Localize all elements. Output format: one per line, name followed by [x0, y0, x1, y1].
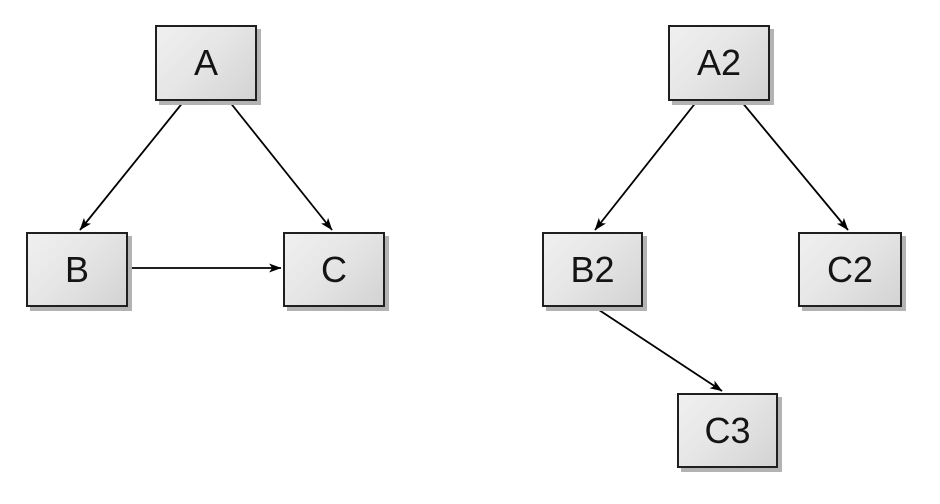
node-A-label: A [193, 42, 218, 83]
edge-A-C [228, 100, 333, 231]
node-C: C [283, 232, 385, 307]
node-B: B [26, 232, 128, 307]
node-B2-label: B2 [570, 248, 615, 290]
node-C-label: C [321, 248, 347, 290]
node-A2-label: A2 [696, 42, 742, 83]
node-B2: B2 [542, 232, 643, 307]
node-C3: C3 [677, 393, 778, 468]
node-B-label: B [64, 248, 89, 290]
node-C2: C2 [798, 232, 902, 307]
edge-A2-C2 [740, 100, 849, 231]
node-C2-label: C2 [826, 248, 874, 290]
node-A2: A2 [668, 25, 770, 101]
node-C3-label: C3 [704, 409, 751, 451]
edge-A2-B2 [594, 100, 698, 231]
edge-B2-C3 [595, 307, 723, 392]
edge-A-B [79, 100, 185, 231]
node-A: A [155, 25, 257, 101]
